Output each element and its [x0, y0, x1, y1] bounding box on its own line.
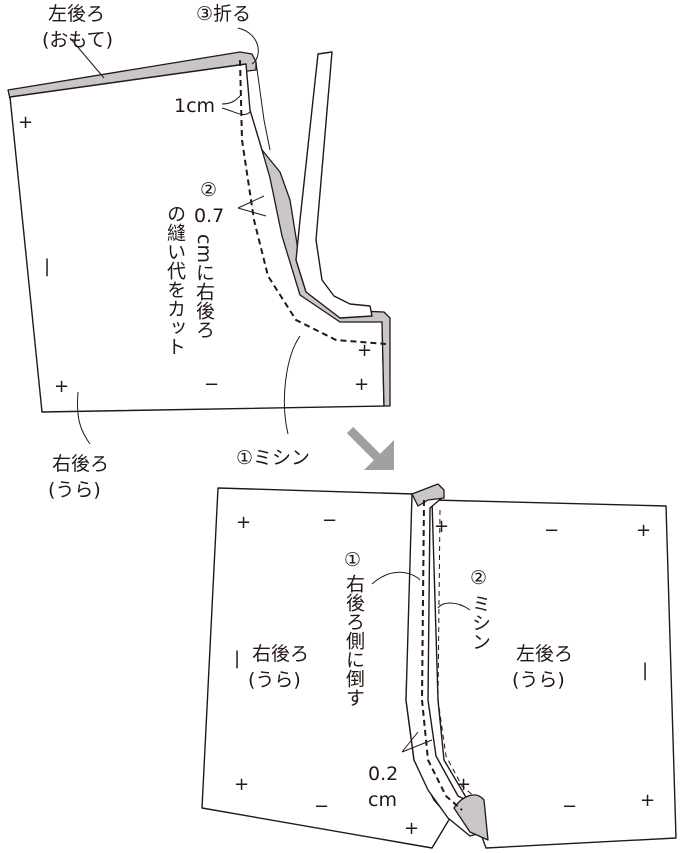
leader-1cm: [221, 95, 251, 115]
stitch-line-1: [239, 59, 387, 345]
mark-plus: +: [54, 376, 69, 397]
leader-trim: [237, 195, 267, 217]
label-press-text: 右後ろ側に倒す: [343, 574, 365, 707]
leader-right-back: [77, 391, 91, 445]
label-sew-num: ②: [470, 567, 487, 589]
top-diagram: + | + − + + 左後ろ (おもて) ③折る 1cm ② 0.7 cmに右…: [7, 3, 391, 501]
label-left-back-bottom: 左後ろ: [516, 643, 573, 665]
stitch-line-topstitch: [437, 509, 475, 797]
mark-minus: −: [544, 520, 559, 541]
mark-plus: +: [234, 774, 249, 795]
leader-sew: [283, 335, 301, 435]
label-press-num: ①: [344, 549, 361, 571]
seam-allowance-edge: [255, 61, 271, 151]
mark-minus: −: [562, 796, 577, 817]
label-left-back-wrong: (うら): [512, 669, 565, 691]
mark-plus: +: [640, 790, 655, 811]
bottom-diagram: + − | + − + + − + | + − + ① 右後ろ側に倒す ② ミシ…: [201, 483, 677, 849]
label-sew-text: ミシン: [469, 594, 491, 651]
label-trim-num: ②: [200, 179, 217, 201]
label-left-back: 左後ろ: [48, 3, 105, 25]
mark-plus: +: [404, 818, 419, 839]
mark-plus: +: [236, 512, 251, 533]
label-trim-col1: cmに右後ろ: [193, 234, 215, 339]
trimmed-seam-allowance: [261, 149, 391, 407]
mark-bar: |: [642, 660, 648, 681]
stitch-line-main: [420, 499, 463, 811]
label-fold: ③折る: [196, 3, 251, 25]
label-02: 0.2: [368, 763, 398, 785]
mark-bar: |: [234, 648, 240, 669]
mark-plus: +: [456, 774, 471, 795]
mark-minus: −: [322, 510, 337, 531]
label-wrong-side: (うら): [48, 479, 101, 501]
mark-plus: +: [18, 112, 33, 133]
mark-plus: +: [357, 340, 372, 361]
left-back-folded-strip: [295, 51, 373, 319]
leader-press: [371, 571, 421, 585]
leader-left-back-front: [69, 37, 105, 79]
arrow-down-right-icon: [346, 426, 394, 470]
mark-plus: +: [354, 374, 369, 395]
mark-bar: |: [44, 256, 50, 277]
top-fold-corner: [411, 483, 445, 507]
mark-minus: −: [314, 796, 329, 817]
leader-02cm: [401, 731, 433, 753]
leader-fold: [237, 27, 259, 65]
label-1cm: 1cm: [174, 95, 215, 117]
label-front-side: (おもて): [42, 29, 113, 51]
mark-minus: −: [204, 374, 219, 395]
label-trim-col2: の縫い代をカット: [164, 204, 186, 356]
leader-sew-bottom: [437, 602, 471, 611]
label-sew: ①ミシン: [236, 447, 310, 469]
label-right-back: 右後ろ: [52, 453, 109, 475]
mark-plus: +: [434, 516, 449, 537]
bottom-fold-corner: [453, 794, 489, 841]
label-trim-07: 0.7: [194, 205, 224, 227]
mark-plus: +: [636, 520, 651, 541]
label-cm: cm: [368, 789, 397, 811]
label-right-back-bottom: 右後ろ: [252, 643, 309, 665]
label-right-back-wrong: (うら): [248, 669, 301, 691]
